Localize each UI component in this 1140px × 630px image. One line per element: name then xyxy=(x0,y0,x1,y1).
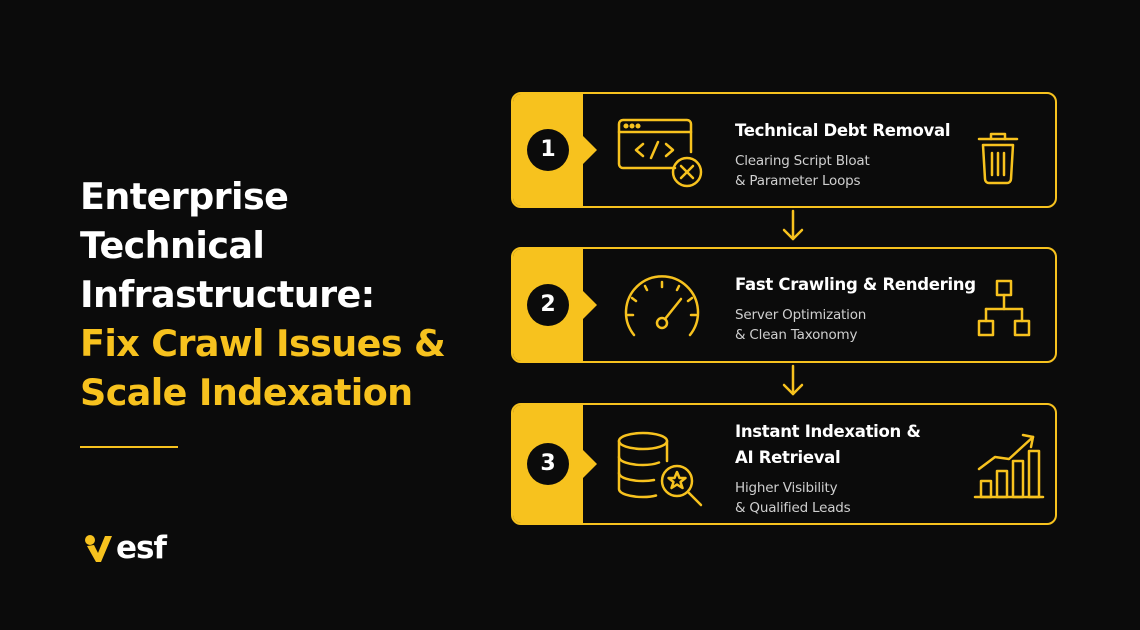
arrow-down-icon xyxy=(782,209,804,241)
step-desc-line: & Parameter Loops xyxy=(735,173,861,189)
step-desc-line: Higher Visibility xyxy=(735,480,838,496)
code-window-error-icon xyxy=(617,118,703,188)
step-card-2: 2 Fast Crawling & Rendering Server Optim… xyxy=(511,247,1057,363)
step-title: AI Retrieval xyxy=(735,448,841,467)
headline-highlight-line: Fix Crawl Issues & xyxy=(80,322,446,365)
step-title: Instant Indexation & xyxy=(735,422,921,441)
step-text: Technical Debt Removal Clearing Script B… xyxy=(735,119,985,191)
brand-logo: esf xyxy=(84,530,167,566)
logo-text: esf xyxy=(116,530,167,566)
step-card-3: 3 Instant Indexation & AI Retrieval High… xyxy=(511,403,1057,525)
headline: Enterprise Technical Infrastructure: Fix… xyxy=(80,172,480,417)
growth-chart-icon xyxy=(973,433,1045,499)
step-number-badge: 3 xyxy=(527,443,569,485)
logo-mark-icon xyxy=(85,535,112,562)
headline-line: Infrastructure: xyxy=(80,273,375,316)
trash-icon xyxy=(977,132,1019,185)
step-desc-line: & Clean Taxonomy xyxy=(735,327,858,343)
step-desc-line: Clearing Script Bloat xyxy=(735,153,870,169)
headline-highlight-line: Scale Indexation xyxy=(80,371,413,414)
headline-line: Enterprise xyxy=(80,175,289,218)
database-search-icon xyxy=(617,431,703,507)
arrow-down-icon xyxy=(782,364,804,396)
sitemap-icon xyxy=(977,279,1031,337)
step-card-1: 1 Technical Debt Removal Clearing Script… xyxy=(511,92,1057,208)
step-text: Fast Crawling & Rendering Server Optimiz… xyxy=(735,273,985,345)
step-title: Fast Crawling & Rendering xyxy=(735,275,976,294)
divider-rule xyxy=(80,446,178,448)
step-desc-line: Server Optimization xyxy=(735,307,867,323)
step-desc-line: & Qualified Leads xyxy=(735,500,851,516)
step-tab-notch xyxy=(583,450,597,478)
step-number-badge: 1 xyxy=(527,129,569,171)
step-tab-notch xyxy=(583,136,597,164)
step-number-badge: 2 xyxy=(527,284,569,326)
headline-line: Technical xyxy=(80,224,265,267)
speedometer-icon xyxy=(624,275,700,337)
step-tab-notch xyxy=(583,291,597,319)
step-title: Technical Debt Removal xyxy=(735,121,951,140)
step-text: Instant Indexation & AI Retrieval Higher… xyxy=(735,420,985,518)
